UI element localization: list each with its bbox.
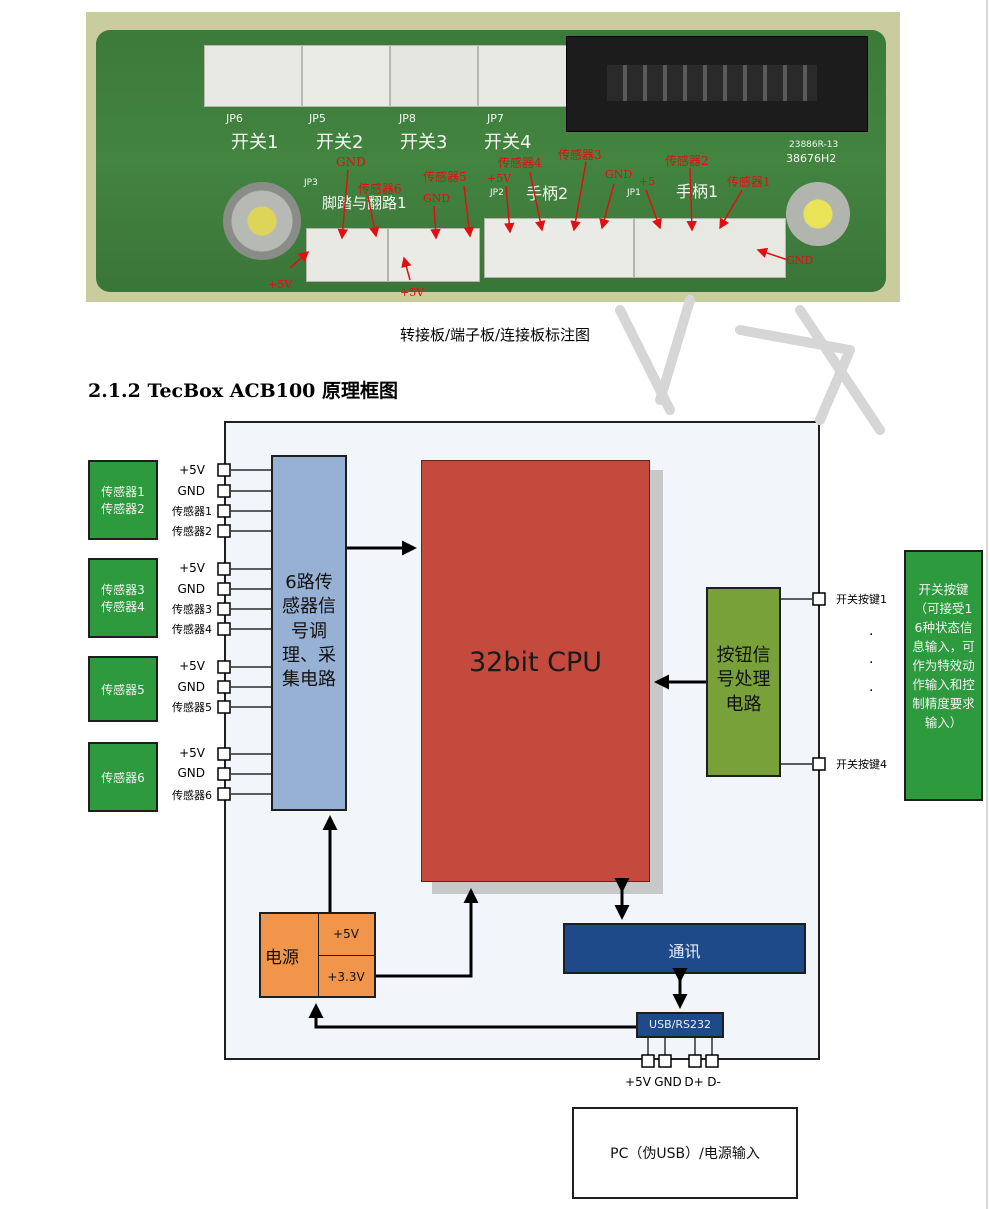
silk-switch1: 开关1 [231, 132, 279, 153]
power-33v: +3.3V [327, 970, 365, 984]
sensor-box-1-2: 传感器1 传感器2 [88, 460, 158, 540]
annot-plus5-a: +5V [487, 172, 512, 185]
usb-pin-label: D+ [684, 1075, 704, 1089]
pin-label: 传感器4 [172, 623, 212, 636]
cpu-block: 32bit CPU [421, 460, 650, 882]
switch-dot: · [869, 655, 874, 671]
pin-label: +5V [179, 561, 205, 575]
comm-label: 通讯 [668, 942, 701, 961]
annot-gnd-b: GND [423, 192, 451, 205]
watermark [615, 295, 885, 435]
sensor-box-5: 传感器5 [88, 656, 158, 722]
silk-switch2: 开关2 [316, 132, 364, 153]
sensor-circuit-label: 6路传感器信号调理、采集电路 [282, 572, 336, 691]
silk-part2: 38676H2 [786, 152, 837, 165]
annot-gnd-c: GND [605, 168, 633, 181]
silk-switch4: 开关4 [484, 132, 532, 153]
pin-label: +5V [179, 659, 205, 673]
sensor-circuit-block: 6路传感器信号调理、采集电路 [271, 455, 347, 811]
pin-label: 传感器6 [172, 789, 212, 802]
silk-jp5: JP5 [309, 112, 326, 125]
silk-jp6: JP6 [226, 112, 243, 125]
pc-box: PC（伪USB）/电源输入 [572, 1107, 798, 1199]
annot-sensor2: 传感器2 [665, 154, 709, 168]
pin-label: GND [177, 766, 205, 780]
silk-switch3: 开关3 [400, 132, 448, 153]
cpu-label: 32bit CPU [468, 647, 603, 678]
page-edge [986, 0, 988, 1209]
button-circuit-block: 按钮信号处理电路 [706, 587, 781, 777]
sensor-box-line: 传感器5 [101, 683, 145, 697]
silk-jp7: JP7 [487, 112, 504, 125]
connector-jp8 [390, 45, 478, 107]
power-5v: +5V [333, 927, 359, 941]
usb-pin-label: +5V [625, 1075, 651, 1089]
sensor-box-6: 传感器6 [88, 742, 158, 812]
pc-label: PC（伪USB）/电源输入 [610, 1146, 760, 1162]
silk-jp1-text: 手柄1 [676, 182, 719, 201]
annot-sensor3: 传感器3 [558, 148, 602, 162]
pin-label: GND [177, 680, 205, 694]
power-label: 电源 [265, 948, 299, 968]
silk-jp1: JP1 [627, 188, 641, 198]
pin-label: +5V [179, 746, 205, 760]
annot-plus5v-mid: +5V [400, 286, 425, 299]
pin-label: +5V [179, 463, 205, 477]
connector-jp5 [302, 45, 390, 107]
mounting-hole-left [223, 182, 301, 260]
pin-label: 传感器1 [172, 505, 212, 518]
annot-sensor4: 传感器4 [498, 156, 542, 170]
annot-sensor5: 传感器5 [423, 170, 467, 184]
connector-jp6 [204, 45, 302, 107]
annot-sensor1: 传感器1 [727, 175, 771, 189]
sensor-box-line: 传感器1 [101, 485, 145, 499]
switch-pin-4: 开关按键4 [836, 758, 887, 771]
silk-jp2-text: 手柄2 [526, 184, 569, 203]
switch-pin-1: 开关按键1 [836, 593, 887, 606]
pin-label: 传感器5 [172, 701, 212, 714]
section-heading: 2.1.2 TecBox ACB100 原理框图 [88, 380, 398, 402]
photo-caption: 转接板/端子板/连接板标注图 [399, 326, 591, 344]
silk-jp2: JP2 [490, 188, 504, 198]
annot-plus5v-left: +5V [268, 278, 293, 291]
sensor-box-line: 传感器6 [101, 771, 145, 785]
pin-label: 传感器2 [172, 525, 212, 538]
silk-jp3: JP3 [304, 178, 318, 188]
usb-pin-label: D- [707, 1075, 721, 1089]
comm-block: 通讯 [563, 923, 806, 974]
power-block: 电源 +5V +3.3V [259, 912, 376, 998]
silk-jp8: JP8 [399, 112, 416, 125]
silk-jp3-text: 脚踏与翻路1 [322, 194, 407, 212]
usb-block: USB/RS232 [636, 1012, 724, 1038]
annotation-arrows [289, 161, 789, 281]
switch-note-box: 开关按键（可接受16种状态信息输入，可作为特效动作输入和控制精度要求输入） [904, 550, 983, 801]
switch-note-text: 开关按键（可接受16种状态信息输入，可作为特效动作输入和控制精度要求输入） [912, 582, 975, 730]
annot-sensor6: 传感器6 [358, 182, 402, 196]
pin-label: GND [177, 484, 205, 498]
sensor-box-line: 传感器4 [101, 600, 145, 614]
silk-part1: 23886R-13 [789, 140, 839, 150]
connector-jp7 [478, 45, 568, 107]
usb-pin-label: GND [654, 1075, 682, 1089]
sensor-box-3-4: 传感器3 传感器4 [88, 558, 158, 638]
annot-gnd-d: GND [786, 254, 814, 267]
board-photo: JP6 JP5 JP8 JP7 开关1 开关2 开关3 开关4 23886R-1… [86, 12, 900, 302]
switch-dot: · [869, 627, 874, 643]
usb-label: USB/RS232 [649, 1018, 711, 1031]
pin-label: GND [177, 582, 205, 596]
sensor-box-line: 传感器3 [101, 583, 145, 597]
sensor-box-line: 传感器2 [101, 502, 145, 516]
annot-plus5-b: +5 [639, 175, 656, 188]
annot-gnd-a: GND [336, 155, 366, 169]
mounting-hole-right [786, 182, 850, 246]
button-circuit-label: 按钮信号处理电路 [716, 645, 771, 715]
switch-dot: · [869, 683, 874, 699]
pin-label: 传感器3 [172, 603, 212, 616]
ribbon-connector [566, 36, 868, 132]
